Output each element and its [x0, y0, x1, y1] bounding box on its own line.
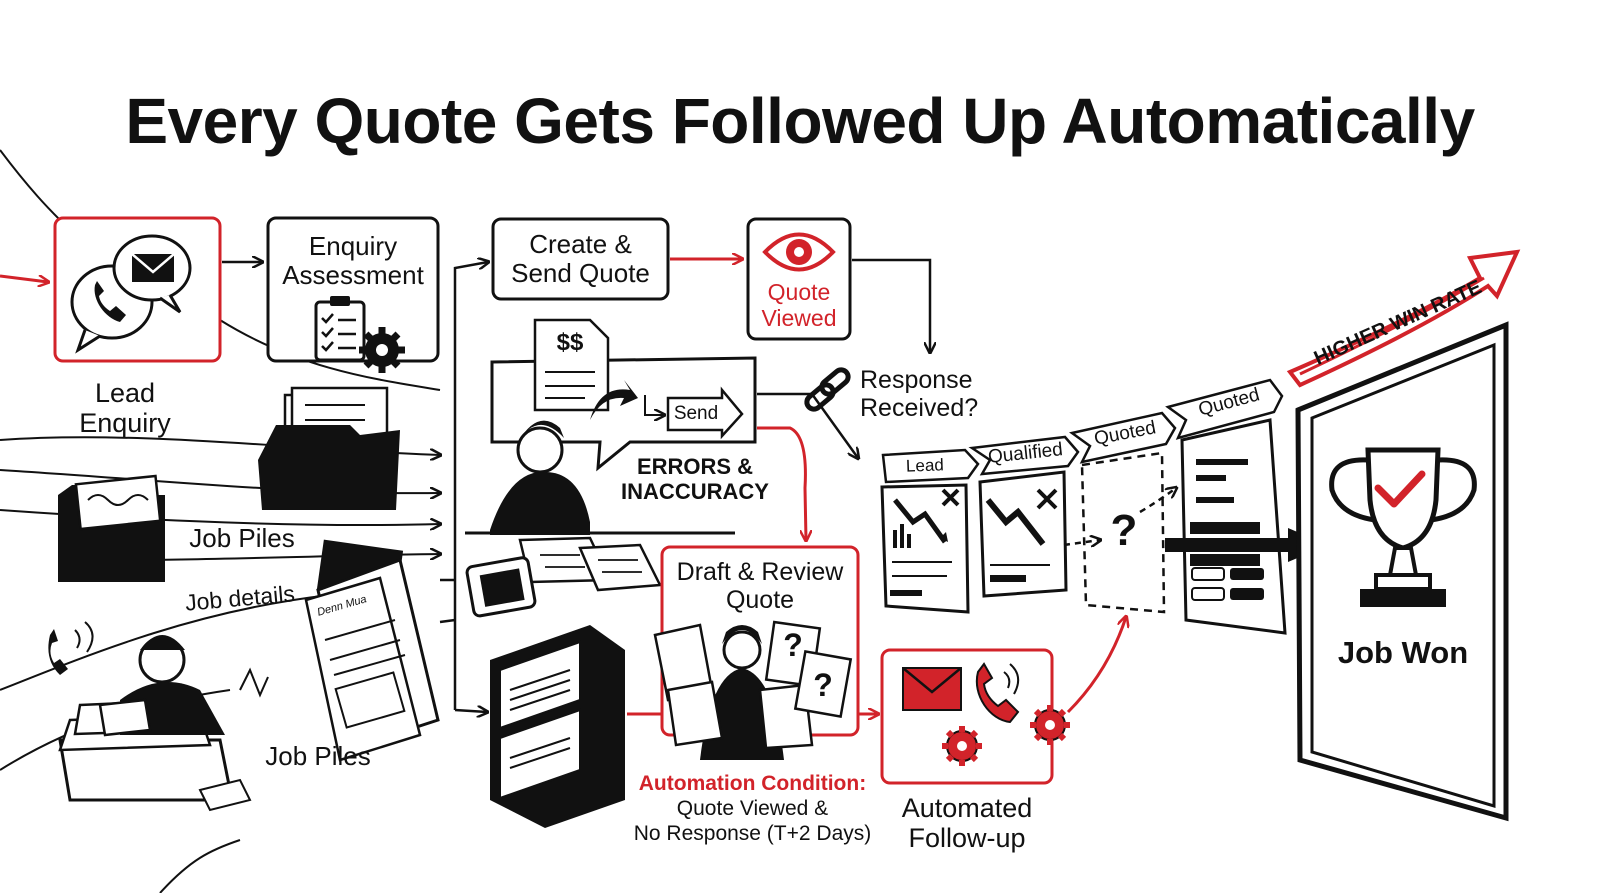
errors-label: ERRORS & INACCURACY — [610, 454, 780, 504]
response-received-line2: Received? — [860, 394, 979, 422]
job-won-label: Job Won — [1337, 635, 1469, 670]
arrow-errors-to-draft — [757, 426, 806, 540]
quoted-card — [1180, 418, 1287, 635]
dollar-label: $$ — [556, 329, 584, 356]
lead-in-arrow — [0, 274, 48, 282]
lead-card — [880, 483, 970, 614]
lead-enquiry-label-line1: Lead — [94, 378, 156, 408]
automated-followup-label-line2: Follow-up — [908, 823, 1026, 854]
question-mark-1: ? — [783, 627, 803, 663]
trunk-arrow-to-create-quote — [453, 262, 488, 710]
question-mark-2: ? — [813, 667, 833, 703]
job-won-panel — [1295, 321, 1509, 822]
checkmark-icon — [1374, 470, 1426, 508]
draft-review-quote-box — [653, 545, 860, 760]
response-received-line1: Response — [860, 366, 973, 394]
automated-followup-label-line1: Automated — [901, 793, 1033, 823]
enquiry-assessment-label: Enquiry Assessment — [268, 231, 438, 291]
gear-icon — [359, 327, 405, 373]
background-flow-lines — [0, 149, 440, 893]
create-send-quote-label-line1: Create & — [529, 229, 632, 259]
envelope-icon — [902, 667, 962, 711]
enquiry-assessment-label-line1: Enquiry — [308, 231, 398, 261]
automation-condition-heading: Automation Condition: — [638, 772, 867, 795]
calculator-icon — [465, 556, 537, 618]
gear-icon-2 — [1030, 705, 1070, 745]
draft-review-quote-label: Draft & Review Quote — [662, 558, 858, 614]
send-arrow-icon — [590, 380, 638, 420]
lead-enquiry-label: Lead Enquiry — [55, 378, 195, 438]
trophy-icon — [1329, 447, 1477, 607]
chain-link-icon — [804, 367, 851, 412]
stage-label-lead: Lead — [905, 455, 945, 476]
trunk-branches — [439, 578, 456, 624]
quote-viewed-label-line2: Viewed — [761, 304, 837, 331]
pipeline-question-mark: ? — [1110, 506, 1138, 555]
create-send-quote-label: Create & Send Quote — [493, 229, 668, 289]
send-button-shape — [666, 386, 744, 440]
filing-cabinet-icon — [490, 625, 625, 828]
eye-icon — [762, 232, 836, 272]
page-title: Every Quote Gets Followed Up Automatical… — [125, 85, 1475, 157]
send-label: Send — [673, 403, 719, 424]
quote-viewed-label-line1: Quote — [767, 279, 831, 305]
phone-icon — [975, 662, 1020, 724]
higher-win-rate-arrow — [1286, 249, 1521, 388]
stressed-worker-illustration — [48, 621, 269, 812]
arrow-followup-to-pipeline — [1066, 617, 1126, 714]
lead-enquiry-label-line2: Enquiry — [79, 408, 171, 439]
frustrated-worker-illustration — [465, 420, 735, 618]
phone-icon — [94, 281, 126, 322]
enquiry-assessment-box — [266, 216, 440, 373]
envelope-icon — [131, 253, 175, 282]
unknown-card — [1063, 451, 1176, 614]
qualified-card — [978, 470, 1068, 598]
document-folder-icon — [258, 386, 400, 510]
quote-document-icon — [533, 318, 610, 412]
pipeline-chevrons — [881, 378, 1284, 484]
quote-viewed-label: Quote Viewed — [748, 279, 850, 332]
quote-viewed-box — [746, 217, 852, 341]
trunk-arrow-to-cabinet — [454, 710, 487, 712]
enquiry-assessment-label-line2: Assessment — [282, 260, 424, 291]
job-details-papers-icon — [304, 539, 440, 762]
draft-review-quote-label-line1: Draft & Review — [676, 558, 844, 586]
automation-condition-line1: Quote Viewed & — [676, 796, 829, 820]
job-piles-folder-icon — [58, 474, 165, 582]
lead-enquiry-box — [53, 216, 222, 363]
automation-condition-text: Automation Condition: Quote Viewed & No … — [625, 772, 880, 846]
create-send-quote-box — [491, 217, 670, 301]
create-send-quote-label-line2: Send Quote — [511, 258, 650, 289]
response-received-label: Response Received? — [860, 366, 990, 422]
automated-followup-box — [880, 648, 1070, 785]
job-piles-label-1: Job Piles — [189, 523, 295, 553]
automation-condition-line2: No Response (T+2 Days) — [633, 821, 872, 845]
automated-followup-label: Automated Follow-up — [882, 793, 1052, 853]
arrow-viewed-to-response — [852, 258, 930, 352]
job-piles-label-2: Job Piles — [265, 741, 371, 771]
draft-review-quote-label-line2: Quote — [725, 586, 795, 614]
errors-label-line2: INACCURACY — [621, 478, 769, 504]
errors-label-line1: ERRORS & — [636, 454, 754, 479]
gear-icon — [942, 726, 982, 766]
clipboard-checklist-icon — [314, 296, 366, 362]
